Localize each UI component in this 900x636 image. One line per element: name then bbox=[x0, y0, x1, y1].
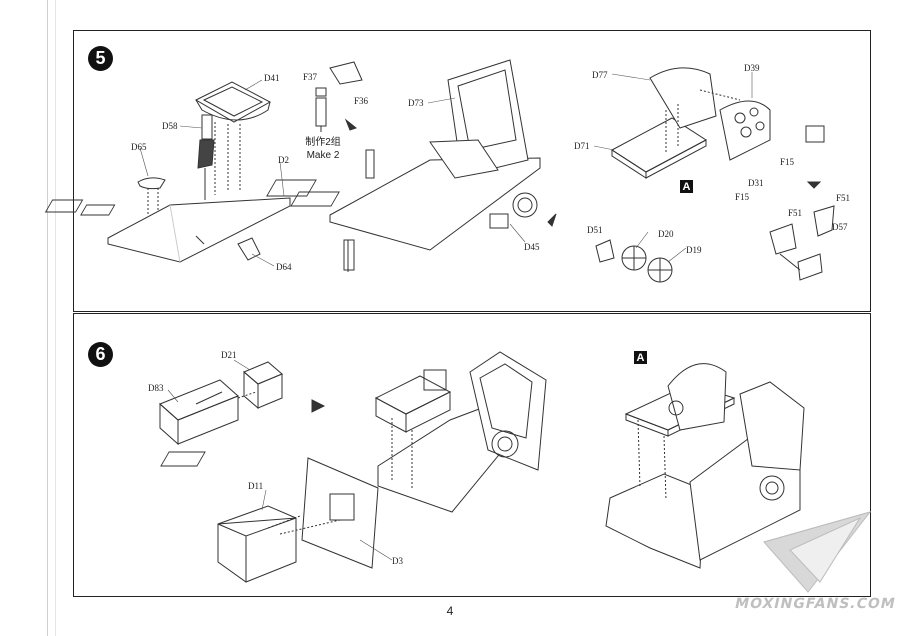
part-label: D64 bbox=[276, 262, 292, 272]
part-label: D31 bbox=[748, 178, 764, 188]
control-stick-d58 bbox=[197, 114, 215, 200]
cockpit-assembly-step6 bbox=[160, 351, 547, 513]
wheel-parts bbox=[595, 239, 673, 283]
seat-pan-d41 bbox=[194, 81, 272, 195]
part-label: D83 bbox=[148, 383, 164, 393]
watermark-text: MOXINGFANS.COM bbox=[733, 596, 898, 612]
make-note-cn: 制作2组 bbox=[305, 137, 341, 148]
part-label: D19 bbox=[686, 245, 702, 255]
pedals-d65 bbox=[137, 177, 166, 214]
part-label: D20 bbox=[658, 229, 674, 239]
part-label: F15 bbox=[780, 157, 795, 167]
arrow-icon bbox=[344, 118, 358, 131]
part-label: D45 bbox=[524, 242, 540, 252]
step-number-badge: 6 bbox=[88, 342, 113, 367]
arrow-icon bbox=[311, 399, 326, 413]
bracket-d64 bbox=[195, 235, 261, 261]
subassembly-a-badge: A bbox=[680, 180, 693, 193]
part-label: F51 bbox=[788, 208, 803, 218]
part-label: D51 bbox=[587, 225, 603, 235]
instrument-assembly-a bbox=[611, 67, 825, 179]
sub-f51-d57 bbox=[769, 205, 835, 281]
make-note-en: Make 2 bbox=[306, 150, 340, 161]
binder-hole-line bbox=[55, 0, 56, 636]
completed-assembly-step6 bbox=[605, 363, 805, 569]
part-label: D39 bbox=[744, 63, 760, 73]
part-label: D21 bbox=[221, 350, 237, 360]
part-label: D41 bbox=[264, 73, 280, 83]
subassembly-a-badge: A bbox=[634, 351, 647, 364]
part-label: D77 bbox=[592, 70, 608, 80]
arrow-icon bbox=[806, 181, 822, 189]
binder-hole-line bbox=[47, 0, 48, 636]
part-label: D65 bbox=[131, 142, 147, 152]
arrow-icon bbox=[547, 213, 557, 227]
part-label: D58 bbox=[162, 121, 178, 131]
cockpit-assembly-step5 bbox=[266, 59, 541, 272]
leader-lines bbox=[139, 72, 753, 561]
part-f37-f36 bbox=[315, 61, 363, 132]
part-label: D73 bbox=[408, 98, 424, 108]
part-label: F15 bbox=[735, 192, 750, 202]
make-note: 制作2组 Make 2 bbox=[298, 136, 348, 162]
page-number: 4 bbox=[446, 604, 454, 618]
part-label: F36 bbox=[354, 96, 369, 106]
part-label: F51 bbox=[836, 193, 851, 203]
watermark-logo bbox=[763, 511, 872, 593]
part-label: D11 bbox=[248, 481, 264, 491]
part-label: D71 bbox=[574, 141, 590, 151]
part-label: F37 bbox=[303, 72, 318, 82]
part-label: D2 bbox=[278, 155, 289, 165]
parts-d83-d21 bbox=[159, 361, 283, 446]
part-label: D57 bbox=[832, 222, 848, 232]
bulkhead-d3-d11 bbox=[217, 457, 379, 583]
part-label: D3 bbox=[392, 556, 403, 566]
step-number-badge: 5 bbox=[88, 46, 113, 71]
floor-plate-d2 bbox=[44, 197, 291, 263]
